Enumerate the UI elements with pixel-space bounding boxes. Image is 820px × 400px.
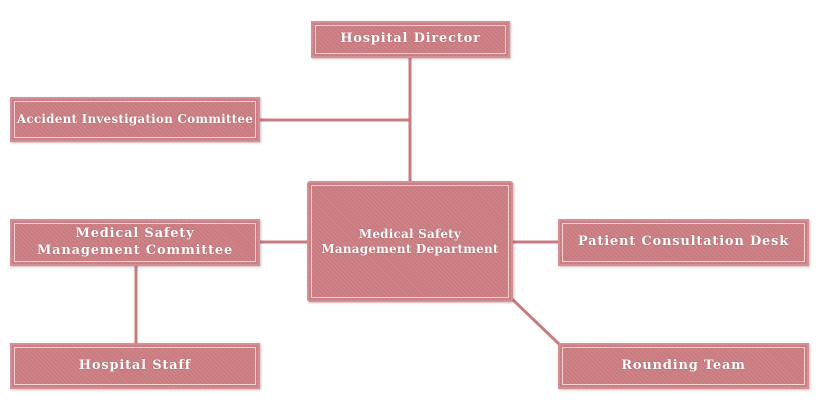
- hospital-staff-box: Hospital Staff: [10, 343, 260, 389]
- medical-safety-management-department-box: Medical Safety Management Department: [307, 181, 513, 302]
- patient-consultation-desk-box: Patient Consultation Desk: [558, 219, 809, 266]
- rounding-team-box: Rounding Team: [558, 343, 809, 389]
- medical-safety-management-committee-box: Medical Safety Management Committee: [10, 219, 260, 266]
- connector-department-rounding: [510, 297, 561, 346]
- hospital-director-box: Hospital Director: [311, 21, 510, 58]
- accident-investigation-committee-box: Accident Investigation Committee: [10, 97, 260, 142]
